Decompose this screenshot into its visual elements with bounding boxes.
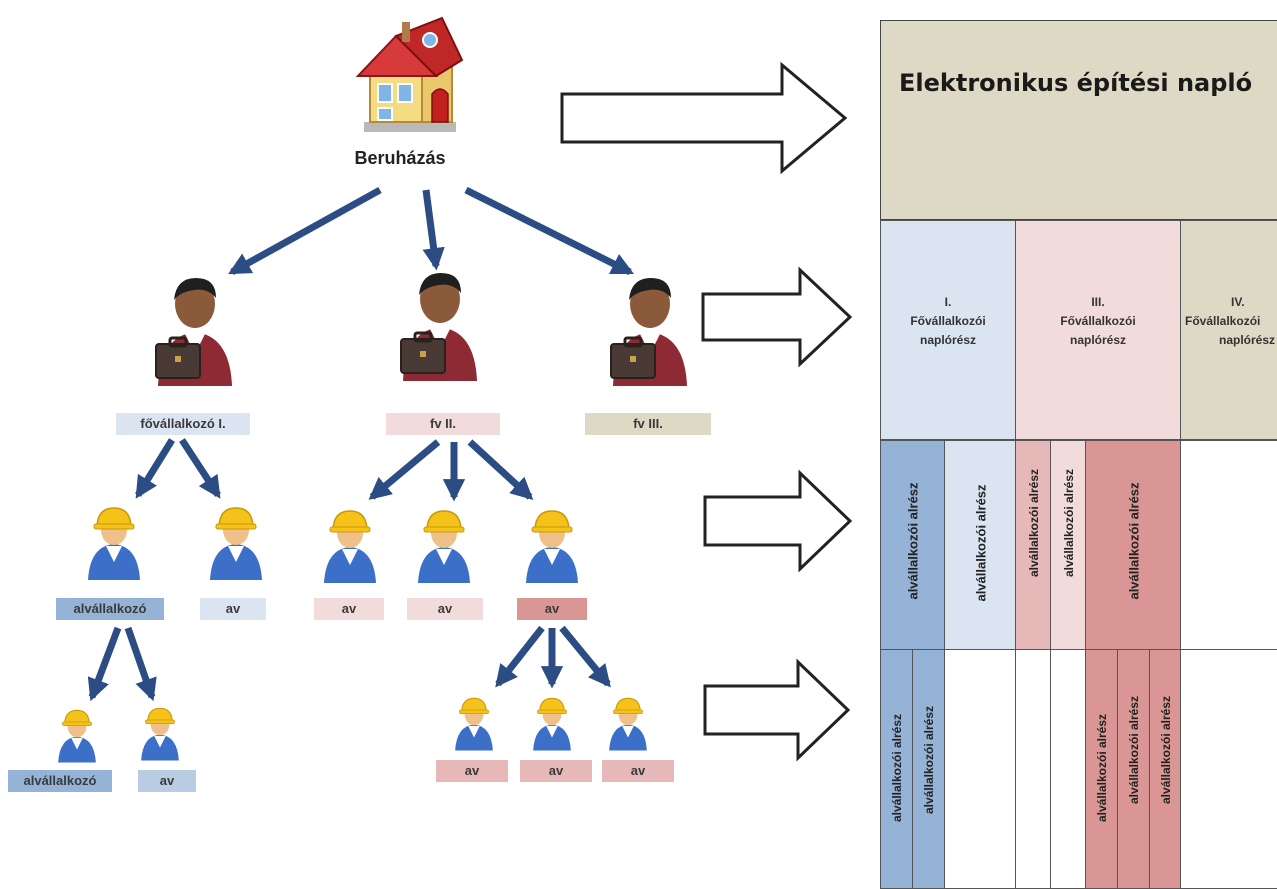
subsubpart-3: alvállalkozói alrész (1085, 649, 1118, 889)
main-contractor-label-2: fv II. (386, 413, 500, 435)
log-part-2-number: III. (1091, 295, 1105, 309)
big-arrow-2 (701, 266, 853, 368)
arrow-sub5-l2c (495, 625, 545, 688)
subpart-2-1: alvállalkozói alrész (1015, 440, 1051, 650)
house-icon (352, 10, 468, 138)
subsubpart-4-label: alvállalkozói alrész (1127, 695, 1141, 805)
subpart-3-empty (1180, 440, 1277, 650)
subsubpart-empty-3 (1050, 649, 1086, 889)
subsubpart-4: alvállalkozói alrész (1117, 649, 1150, 889)
log-part-2: III. Fővállalkozói naplórész (1015, 220, 1181, 440)
subpart-2-3-label: alvállalkozói alrész (1126, 482, 1142, 600)
log-part-1-line1: Fővállalkozói (910, 314, 986, 328)
arrow-root-fv1 (228, 186, 382, 276)
subcontractor-l2-label-2: av (138, 770, 196, 792)
worker-icon-5 (522, 505, 582, 590)
subpart-1-2-label: alvállalkozói alrész (973, 484, 989, 602)
businessman-icon-1 (150, 270, 240, 395)
businessman-icon-3 (605, 270, 695, 395)
subcontractor-l2-label-4: av (520, 760, 592, 782)
subcontractor-label-1: alvállalkozó (56, 598, 164, 620)
subcontractor-label-5: av (517, 598, 587, 620)
worker-icon-4 (414, 505, 474, 590)
subpart-2-1-label: alvállalkozói alrész (1027, 468, 1041, 578)
arrow-root-fv2 (422, 189, 445, 271)
subsubpart-5: alvállalkozói alrész (1149, 649, 1181, 889)
arrow-fv1-sub2 (179, 438, 221, 499)
arrow-sub5-l2e (559, 625, 611, 688)
log-part-1-number: I. (944, 295, 952, 309)
big-arrow-4 (703, 658, 851, 762)
worker-icon-2 (206, 502, 266, 587)
subcontractor-label-2: av (200, 598, 266, 620)
subpart-1-1: alvállalkozói alrész (880, 440, 945, 650)
log-part-2-line1: Fővállalkozói (1060, 314, 1136, 328)
root-label: Beruházás (354, 148, 446, 168)
subcontractor-l2-label-3: av (436, 760, 508, 782)
arrow-fv1-sub1 (135, 438, 175, 499)
log-part-1-line2: naplórész (919, 333, 976, 347)
log-part-3-number: IV. (1231, 295, 1245, 309)
worker-icon-6 (55, 706, 99, 769)
subsubpart-empty-4 (1180, 649, 1277, 889)
big-arrow-1 (560, 61, 848, 175)
subsubpart-2-label: alvállalkozói alrész (922, 705, 936, 815)
subsubpart-empty-2 (1015, 649, 1051, 889)
main-contractor-label-3: fv III. (585, 413, 711, 435)
subpart-2-2-label: alvállalkozói alrész (1062, 468, 1076, 578)
worker-icon-9 (530, 694, 574, 757)
arrow-sub1-l2b (124, 626, 157, 702)
subsubpart-2: alvállalkozói alrész (912, 649, 945, 889)
subsubpart-1: alvállalkozói alrész (880, 649, 913, 889)
big-arrow-3 (703, 469, 853, 573)
log-part-3: IV. Fővállalkozói naplórész (1180, 220, 1277, 440)
subsubpart-3-label: alvállalkozói alrész (1095, 713, 1109, 823)
subsubpart-1-label: alvállalkozói alrész (890, 713, 904, 823)
subpart-2-3: alvállalkozói alrész (1085, 440, 1181, 650)
subcontractor-l2-label-1: alvállalkozó (8, 770, 112, 792)
worker-icon-7 (138, 704, 182, 767)
subpart-2-2: alvállalkozói alrész (1050, 440, 1086, 650)
log-title-box: Elektronikus építési napló (880, 20, 1277, 220)
log-part-3-line2: naplórész (1219, 333, 1276, 347)
worker-icon-1 (84, 502, 144, 587)
subpart-1-2: alvállalkozói alrész (944, 440, 1016, 650)
arrow-root-fv3 (464, 186, 635, 276)
subsubpart-empty-1 (944, 649, 1016, 889)
worker-icon-3 (320, 505, 380, 590)
subcontractor-l2-label-5: av (602, 760, 674, 782)
log-part-2-line2: naplórész (1069, 333, 1126, 347)
log-part-1: I. Fővállalkozói naplórész (880, 220, 1016, 440)
subcontractor-label-3: av (314, 598, 384, 620)
arrow-sub1-l2a (87, 626, 122, 702)
worker-icon-8 (452, 694, 496, 757)
subpart-1-1-label: alvállalkozói alrész (905, 482, 921, 600)
subsubpart-5-label: alvállalkozói alrész (1159, 695, 1173, 805)
arrow-fv2-sub5 (467, 439, 534, 501)
arrow-fv2-sub3 (368, 439, 441, 500)
main-contractor-label-1: fővállalkozó I. (116, 413, 250, 435)
businessman-icon-2 (395, 265, 485, 390)
log-title: Elektronikus építési napló (899, 69, 1253, 97)
connector-layer (87, 61, 853, 762)
subcontractor-label-4: av (407, 598, 483, 620)
worker-icon-10 (606, 694, 650, 757)
log-part-3-line1: Fővállalkozói (1185, 314, 1261, 328)
